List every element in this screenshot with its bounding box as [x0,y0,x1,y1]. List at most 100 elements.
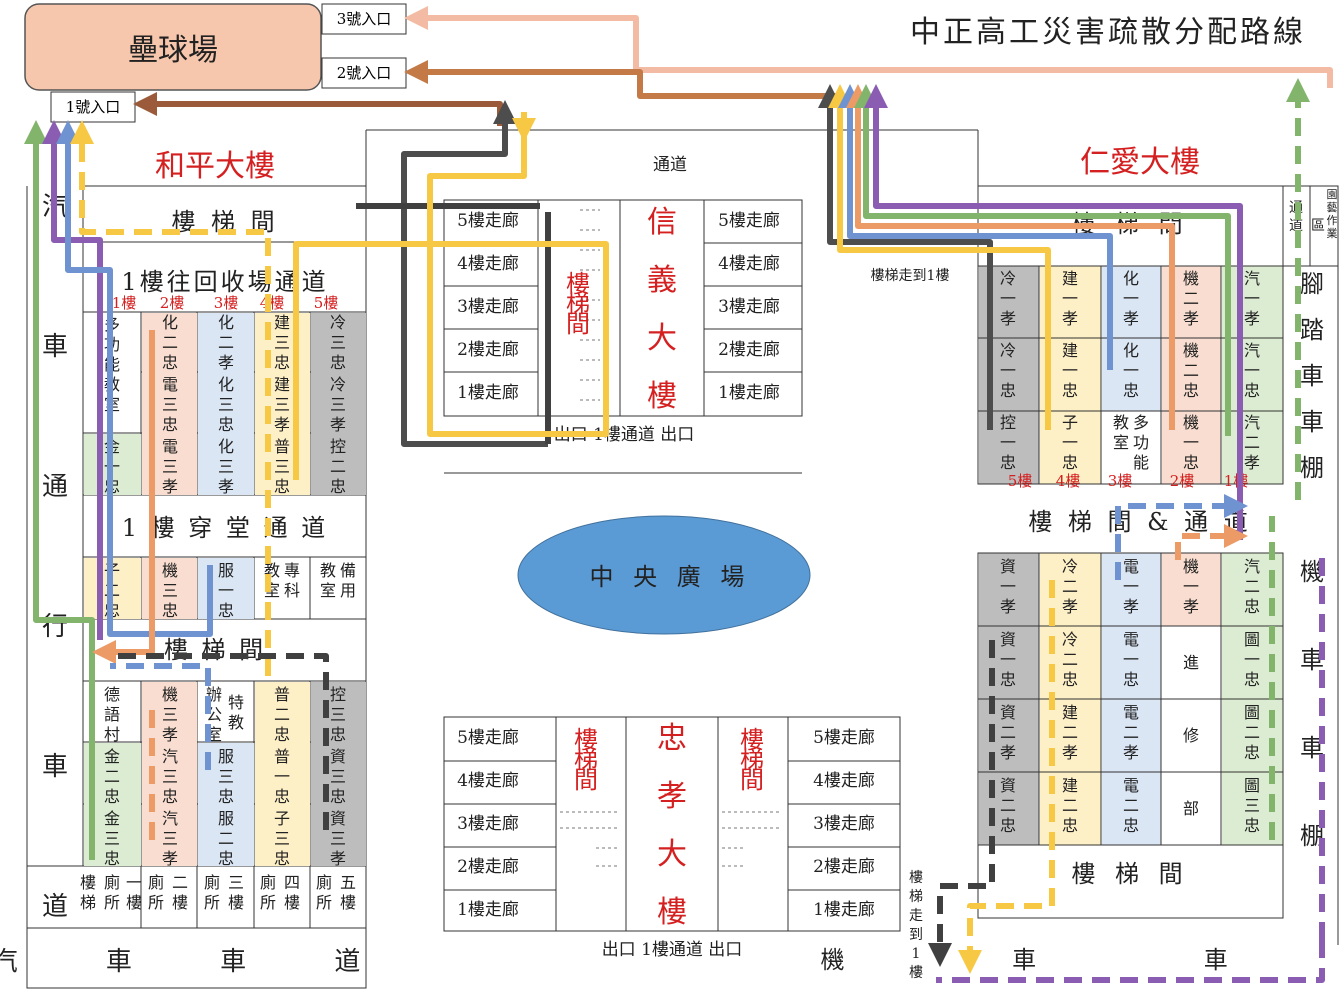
svg-text:資二孝: 資二孝 [1000,703,1016,762]
svg-text:區: 區 [1311,218,1325,234]
svg-text:4樓走廊: 4樓走廊 [457,254,519,274]
route-to-entrance-2 [404,60,836,99]
svg-text:5樓: 5樓 [314,294,339,312]
svg-text:3樓: 3樓 [214,294,239,312]
svg-text:控二忠: 控二忠 [330,437,346,496]
svg-text:3樓走廊: 3樓走廊 [457,814,519,834]
svg-text:金二忠: 金二忠 [104,747,120,806]
svg-text:2樓: 2樓 [160,294,185,312]
entrance-1-box [50,91,136,123]
xinyi-floors-right: 5樓走廊 4樓走廊 3樓走廊 2樓走廊 1樓走廊 [718,211,780,403]
route-xinyi-yellow [293,112,609,480]
softball-field-label: 壘球場 [128,33,218,68]
svg-text:五樓: 五樓 [340,873,356,912]
central-plaza [517,515,811,635]
heping-title: 和平大樓 [155,149,275,184]
route-heping-blue-dash [110,663,211,770]
heping-rooms: 多功能教室 化二忠 化二孝 建三忠 冷三忠 電三忠 化三忠 建三孝 冷三孝 金一… [80,313,356,912]
svg-text:1樓走廊: 1樓走廊 [457,900,519,920]
svg-text:1樓走廊: 1樓走廊 [457,383,519,403]
svg-text:電一孝: 電一孝 [1123,557,1139,616]
svg-text:資一孝: 資一孝 [1000,557,1016,616]
svg-text:汽二孝: 汽二孝 [1244,413,1260,472]
svg-text:汽一孝: 汽一孝 [1244,269,1260,328]
svg-text:建三忠: 建三忠 [274,313,290,372]
svg-text:建二忠: 建二忠 [1062,776,1078,835]
zhongxiao-floors-left: 5樓走廊 4樓走廊 3樓走廊 2樓走廊 1樓走廊 [457,728,519,920]
svg-text:5樓: 5樓 [1008,472,1033,490]
route-renai-yellow [828,84,1051,430]
route-renai-dark-dash [928,640,995,967]
svg-text:機三孝: 機三孝 [162,685,178,744]
route-to-entrance-1 [133,92,503,126]
svg-text:3樓: 3樓 [1108,472,1133,490]
svg-text:圖三忠: 圖三忠 [1244,776,1260,835]
svg-text:2樓: 2樓 [1170,472,1195,490]
svg-text:部: 部 [1183,799,1199,818]
svg-text:冷二孝: 冷二孝 [1062,557,1078,616]
svg-text:三樓: 三樓 [228,873,244,912]
zhongxiao-stair-right: 樓梯間 [740,726,764,794]
svg-text:冷三忠: 冷三忠 [330,313,346,372]
svg-text:機三忠: 機三忠 [162,561,178,620]
route-renai-blue-dash [1115,494,1248,580]
svg-text:廁所: 廁所 [316,873,332,912]
route-renai-purple [864,84,1243,540]
svg-text:2樓走廊: 2樓走廊 [813,857,875,877]
entrance-1-label: 1號入口 [66,98,121,116]
renai-title: 仁愛大樓 [1080,145,1200,180]
route-renai-yellow-dash [958,580,1055,974]
heping-corridor-2: 1 樓 穿 堂 通 道 [122,514,328,542]
svg-text:子三忠: 子三忠 [274,809,290,868]
route-renai-dark [818,84,993,430]
svg-text:特教: 特教 [228,693,244,732]
left-road-label: 汽車通行車道 [42,192,68,922]
svg-text:冷一忠: 冷一忠 [1000,341,1016,400]
renai-corridor: 樓 梯 間 & 通 道 [1028,508,1252,536]
svg-text:服一忠: 服一忠 [218,561,234,620]
svg-text:4樓走廊: 4樓走廊 [457,771,519,791]
svg-text:3樓走廊: 3樓走廊 [457,297,519,317]
svg-text:廁所: 廁所 [104,873,120,912]
svg-text:機二忠: 機二忠 [1183,341,1199,400]
renai-walk-note: 樓梯走到1樓 [871,268,950,284]
route-renai-orange-dash [1175,524,1248,560]
svg-text:化三孝: 化三孝 [218,437,234,496]
svg-text:5樓走廊: 5樓走廊 [457,211,519,231]
heping-stair-mid: 樓 梯 間 [164,636,266,664]
heping-room-fills [84,313,366,866]
heping-floor-tags: 1樓 2樓 3樓 4樓 5樓 [112,294,339,312]
svg-text:汽三孝: 汽三孝 [162,809,178,868]
svg-text:2樓走廊: 2樓走廊 [718,340,780,360]
svg-text:機二孝: 機二孝 [1183,269,1199,328]
entrance-2-box [321,57,407,89]
route-renai-purple-dash [936,550,1325,983]
svg-text:機一孝: 機一孝 [1183,557,1199,616]
xinyi-passage: 通道 [653,155,687,175]
zhongxiao-building [443,716,901,932]
svg-text:2樓走廊: 2樓走廊 [457,857,519,877]
svg-text:子一忠: 子一忠 [1062,413,1078,472]
route-heping-green [24,120,95,860]
svg-text:電三忠: 電三忠 [162,375,178,434]
zhongxiao-bottom: 出口 1樓通道 出口 [602,940,743,960]
svg-text:普三忠: 普三忠 [274,437,290,496]
svg-text:電三孝: 電三孝 [162,437,178,496]
svg-text:電二忠: 電二忠 [1123,776,1139,835]
svg-text:廁所: 廁所 [148,873,164,912]
svg-text:電二孝: 電二孝 [1123,703,1139,762]
route-renai-blue [838,84,1113,370]
svg-text:修: 修 [1183,726,1199,745]
route-lines [24,5,1333,983]
svg-text:1樓: 1樓 [1224,472,1249,490]
svg-text:建三孝: 建三孝 [274,375,290,434]
svg-text:普一忠: 普一忠 [274,747,290,806]
route-heping-blue [56,120,213,637]
plaza-label: 中 央 廣 場 [590,563,751,591]
svg-text:1樓: 1樓 [112,294,137,312]
svg-text:冷三孝: 冷三孝 [330,375,346,434]
renai-rooms: 冷一孝 建一孝 化一孝 機二孝 汽一孝 冷一忠 建一忠 化一忠 機二忠 汽一忠 … [1000,269,1260,835]
svg-text:建一忠: 建一忠 [1062,341,1078,400]
svg-text:金三忠: 金三忠 [104,809,120,868]
